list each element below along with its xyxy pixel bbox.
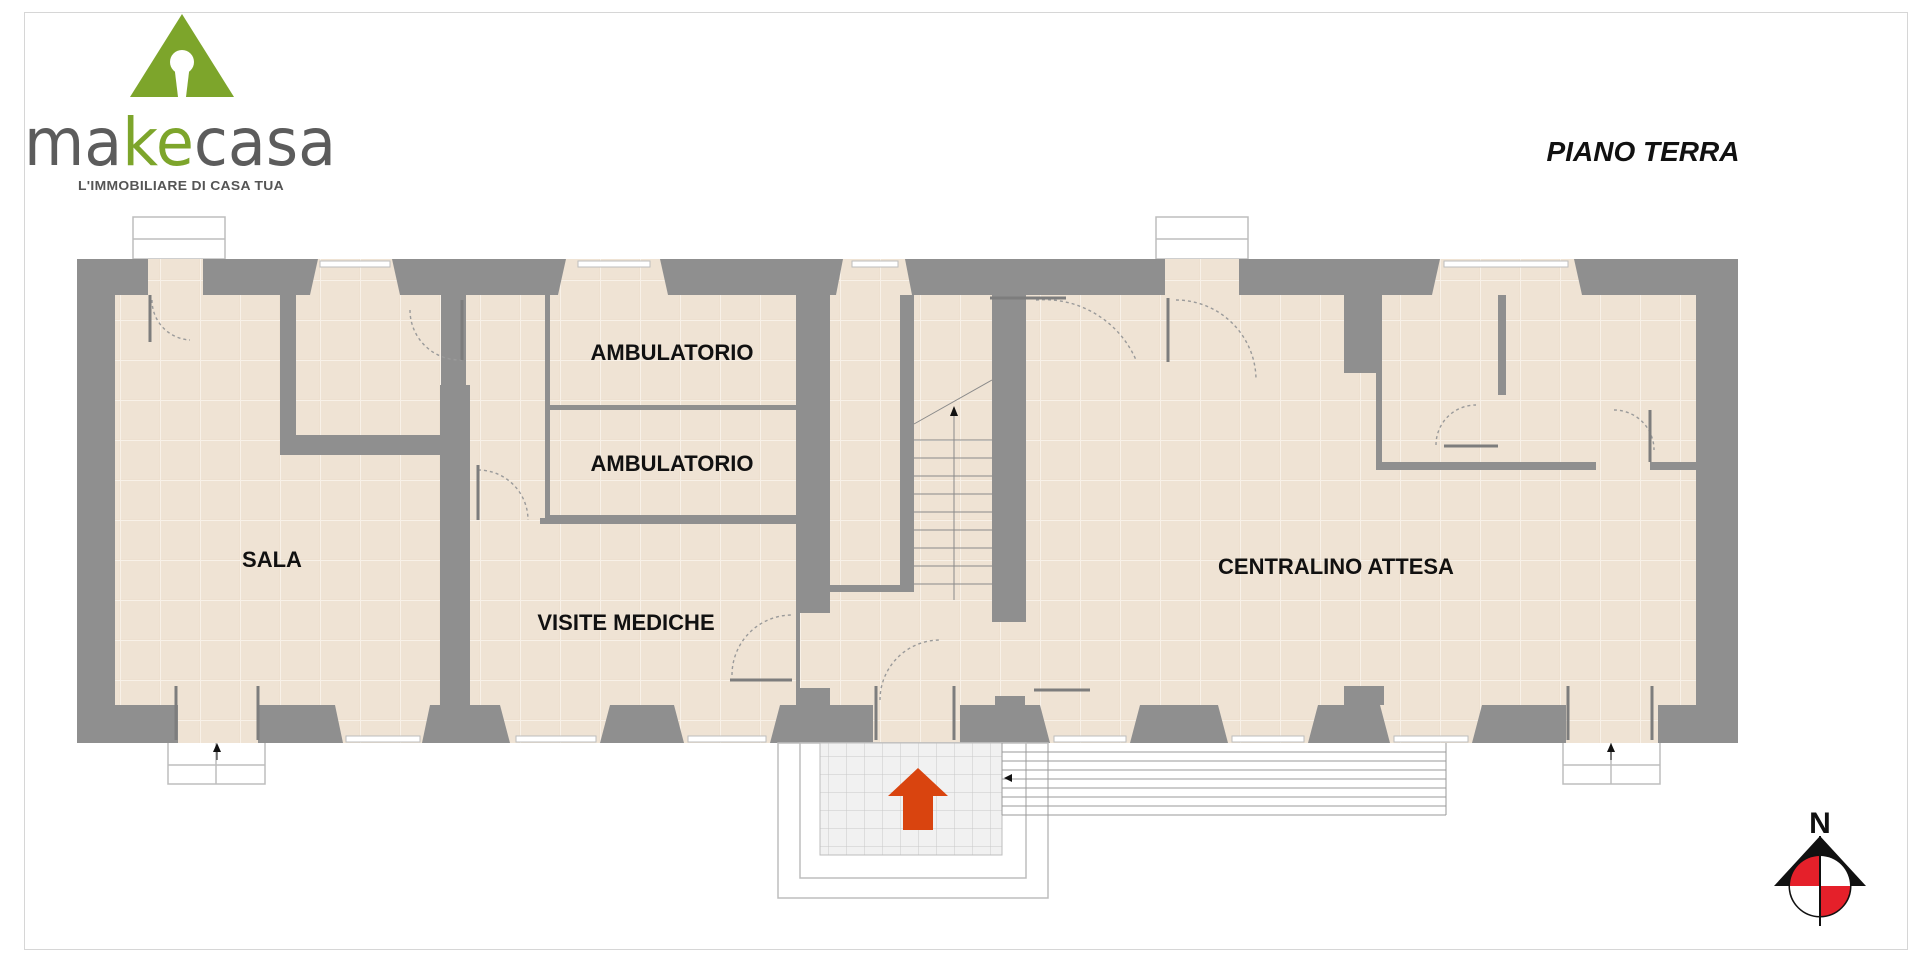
staircase xyxy=(913,379,993,600)
entrance-arrow-icon xyxy=(888,768,948,830)
balcony-arrow-left-icon xyxy=(213,743,221,752)
balcony-arrow-right-icon xyxy=(1607,743,1615,752)
svg-text:makecasa: makecasa xyxy=(24,104,336,181)
balconies xyxy=(132,216,1661,785)
north-compass: N xyxy=(1774,807,1866,926)
interior-walls xyxy=(280,295,1696,708)
external-stairs xyxy=(1001,743,1447,816)
floor-title: PIANO TERRA xyxy=(1547,136,1740,167)
stair-arrow-icon xyxy=(950,406,958,416)
makecasa-logo: makecasa L'IMMOBILIARE DI CASA TUA xyxy=(24,14,336,193)
room-label-sala: SALA xyxy=(242,547,302,572)
room-label-centralino-attesa: CENTRALINO ATTESA xyxy=(1218,554,1454,579)
door-swings xyxy=(151,298,1655,701)
compass-north-label: N xyxy=(1809,807,1831,840)
drawing-frame xyxy=(24,12,1908,950)
logo-brand-highlight: ke xyxy=(122,104,194,181)
room-label-visite-mediche: VISITE MEDICHE xyxy=(537,610,714,635)
room-label-ambulatorio-1: AMBULATORIO xyxy=(591,340,754,365)
door-leaves xyxy=(148,295,1654,740)
ramp-arrow-icon xyxy=(1004,774,1012,782)
windows-top xyxy=(148,258,1582,295)
logo-tagline: L'IMMOBILIARE DI CASA TUA xyxy=(78,178,284,193)
logo-brand-prefix: ma xyxy=(24,104,122,181)
room-label-ambulatorio-2: AMBULATORIO xyxy=(591,451,754,476)
floor-areas xyxy=(115,295,1696,705)
logo-brand-suffix: casa xyxy=(194,104,336,181)
windows-bottom xyxy=(178,705,1658,743)
